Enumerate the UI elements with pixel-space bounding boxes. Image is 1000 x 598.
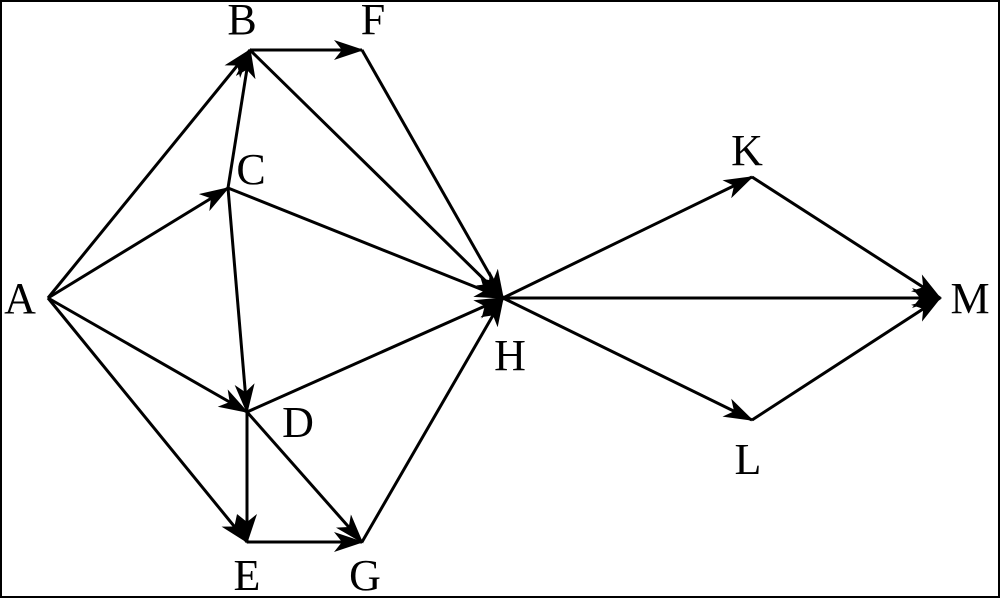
edge-a-b xyxy=(46,48,252,299)
edge-g-h xyxy=(360,296,505,543)
node-label-g: G xyxy=(349,551,381,598)
edge-l-m xyxy=(751,296,942,422)
labels-layer: A B C D E F G H K L M xyxy=(4,0,989,598)
node-label-c: C xyxy=(236,145,265,194)
node-label-a: A xyxy=(4,274,36,323)
edge-d-g xyxy=(245,411,364,544)
edge-a-e xyxy=(46,297,249,544)
edge-a-c xyxy=(47,186,230,300)
node-label-e: E xyxy=(234,551,261,598)
node-label-b: B xyxy=(227,0,256,44)
edges-layer xyxy=(46,40,942,552)
edge-c-b xyxy=(226,48,256,189)
edge-d-h xyxy=(246,296,505,414)
edge-h-k xyxy=(502,175,754,300)
node-label-f: F xyxy=(361,0,385,44)
node-label-h: H xyxy=(494,331,526,380)
node-label-k: K xyxy=(731,126,763,175)
edge-c-d xyxy=(226,187,255,414)
node-label-m: M xyxy=(950,274,989,323)
edge-h-l xyxy=(502,296,754,422)
node-label-d: D xyxy=(282,398,314,447)
edge-a-d xyxy=(47,296,249,414)
edge-f-h xyxy=(360,49,505,300)
edge-b-h xyxy=(248,48,505,300)
edge-k-m xyxy=(751,175,942,300)
node-label-l: L xyxy=(735,435,762,484)
edge-c-h xyxy=(227,186,505,300)
